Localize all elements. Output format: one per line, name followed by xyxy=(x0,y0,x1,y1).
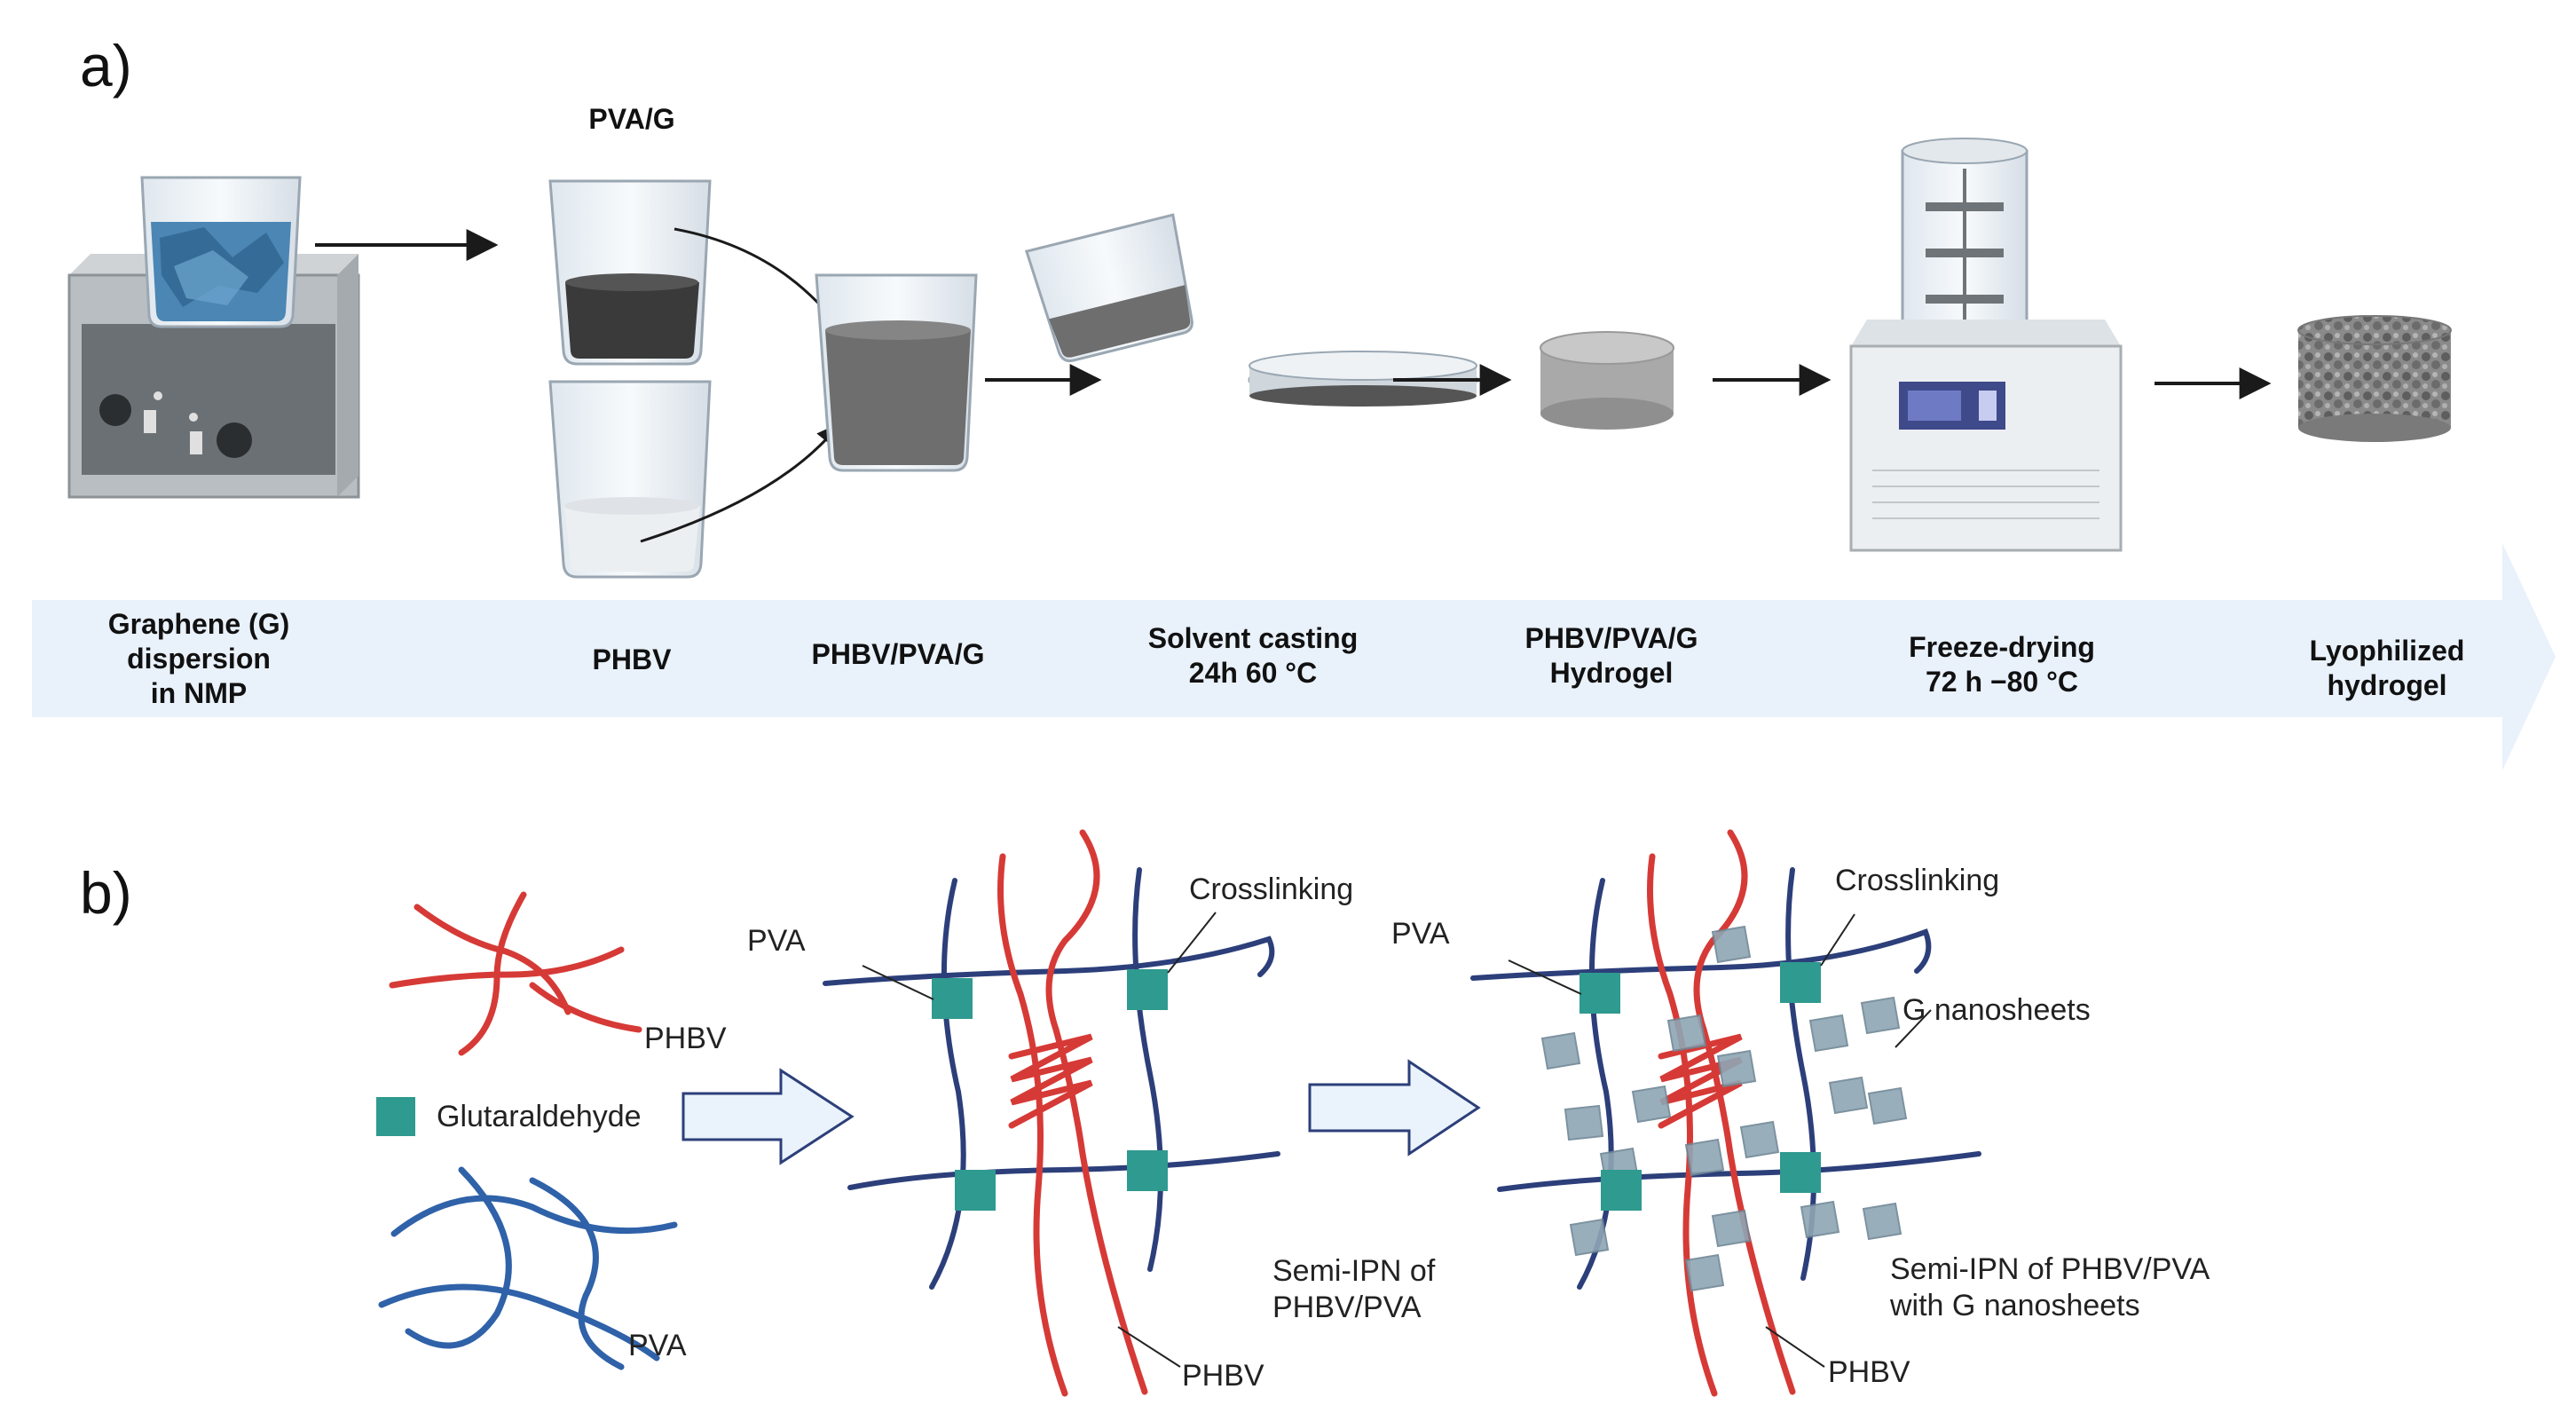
pva-g-beaker-icon xyxy=(548,179,712,366)
block-arrow-2 xyxy=(1308,1059,1481,1157)
hydrogel-disc-icon xyxy=(1540,331,1674,430)
phbv-beaker-icon xyxy=(548,380,712,579)
legend-phbv-label: PHBV xyxy=(644,1022,727,1055)
lyophilized-scaffold-icon xyxy=(2297,315,2452,442)
legend-pva-label: PVA xyxy=(628,1329,687,1362)
semi-ipn-network xyxy=(823,829,1280,1397)
panel-b-letter: b) xyxy=(80,860,132,926)
network1-crosslinking-label: Crosslinking xyxy=(1189,872,1354,906)
legend-glutaraldehyde-label: Glutaraldehyde xyxy=(437,1100,642,1133)
process-flow-band xyxy=(32,543,2556,770)
phbv-pva-g-beaker-icon xyxy=(815,273,978,472)
freeze-dryer-icon xyxy=(1849,138,2123,552)
step-label-phbv-pva-g: PHBV/PVA/G xyxy=(811,638,985,670)
network2-nanosheets-label: G nanosheets xyxy=(1902,993,2091,1027)
step-label-graphene: Graphene (G) dispersion in NMP xyxy=(107,608,290,710)
network1-pva-label: PVA xyxy=(747,924,806,958)
pouring-beaker-icon xyxy=(1024,213,1193,363)
ultrasonic-bath-icon xyxy=(67,254,360,499)
step-label-solvent-casting: Solvent casting 24h 60 °C xyxy=(1147,622,1359,690)
step-label-hydrogel: PHBV/PVA/G Hydrogel xyxy=(1524,622,1698,690)
step-label-phbv: PHBV xyxy=(592,643,672,675)
pva-g-label: PVA/G xyxy=(588,103,675,135)
legend-phbv-chains xyxy=(389,891,642,1056)
block-arrow-1 xyxy=(681,1068,855,1165)
step-label-freeze-drying: Freeze-drying 72 h −80 °C xyxy=(1909,631,2095,699)
semi-ipn-with-nanosheets-network xyxy=(1470,829,1981,1397)
network2-phbv-label: PHBV xyxy=(1828,1355,1910,1389)
graphene-beaker-icon xyxy=(140,176,302,328)
network2-caption: Semi-IPN of PHBV/PVA with G nanosheets xyxy=(1890,1252,2210,1322)
merge-arrow-bottom xyxy=(640,422,841,543)
network1-caption: Semi-IPN of PHBV/PVA xyxy=(1272,1254,1436,1324)
network2-pva-label: PVA xyxy=(1391,917,1450,951)
network2-crosslinking-label: Crosslinking xyxy=(1835,864,2000,897)
network1-phbv-label: PHBV xyxy=(1182,1359,1264,1393)
panel-a-letter: a) xyxy=(80,33,132,99)
legend-pva-chains xyxy=(378,1166,678,1370)
step-label-lyophilized: Lyophilized hydrogel xyxy=(2309,635,2465,702)
legend-glutaraldehyde-swatch xyxy=(376,1097,415,1136)
